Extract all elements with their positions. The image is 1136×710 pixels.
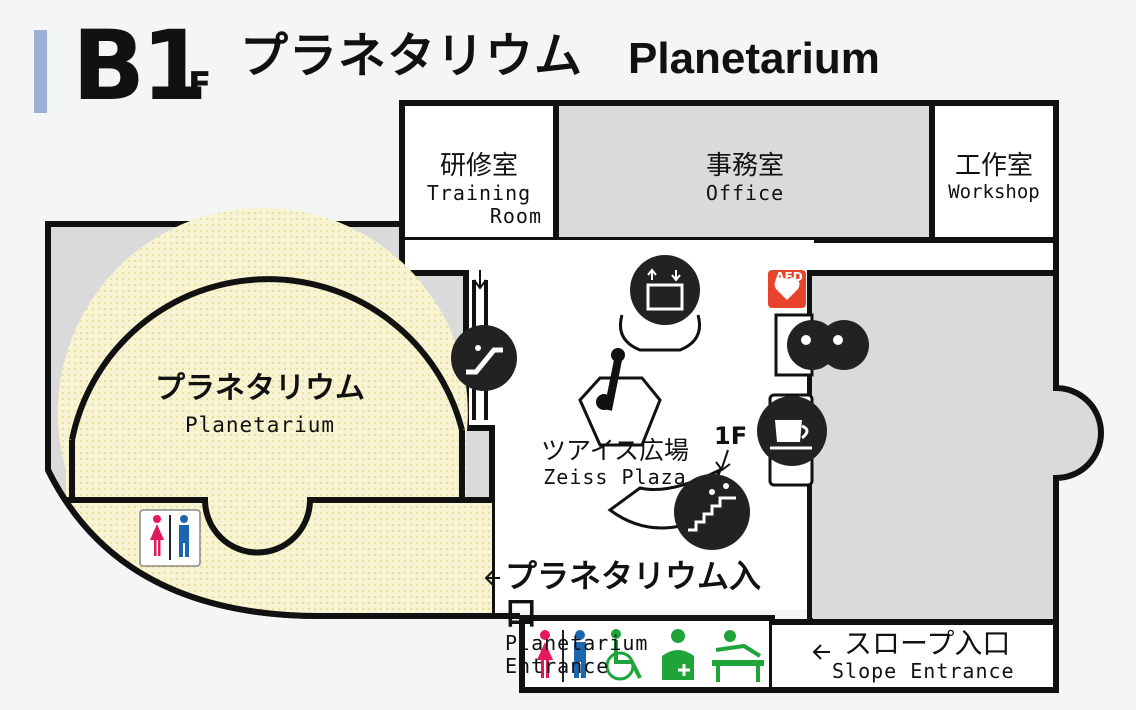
floor-suffix: F — [188, 65, 212, 105]
planetarium-entrance-label: プラネタリウム入口 Planetarium Entrance — [505, 557, 762, 678]
stairs-icon — [674, 474, 750, 550]
slope-corridor — [772, 619, 1059, 693]
workshop-label: 工作室 Workshop — [948, 151, 1040, 203]
changing-table-icon — [712, 630, 764, 682]
floor-marker-bar — [34, 30, 47, 113]
cafe-icon — [757, 396, 827, 466]
office-label: 事務室 Office — [705, 151, 785, 205]
zeiss-plaza-label: ツアイス広場 Zeiss Plaza — [540, 436, 689, 489]
slope-entrance-label: スロープ入口 Slope Entrance — [832, 627, 1015, 684]
elevator-icon — [619, 255, 701, 352]
first-aid-icon — [662, 629, 694, 680]
floor-number: B1 — [72, 10, 208, 122]
aed-icon — [768, 270, 806, 308]
nursing-room-icon — [787, 320, 869, 370]
wheelchair-icon — [605, 629, 642, 681]
arrow-left-icon — [484, 570, 830, 660]
page-title-en: Planetarium — [628, 34, 880, 83]
escalator-icon — [451, 325, 517, 391]
planetarium-label: プラネタリウム Planetarium — [155, 371, 365, 437]
aed-label: AED — [775, 270, 803, 284]
training-room-label: 研修室 Training Room — [426, 151, 542, 228]
stairs-1f-label: 1F — [714, 422, 748, 450]
restroom-icon — [139, 509, 201, 567]
office-room[interactable] — [556, 106, 932, 240]
page-title-jp: プラネタリウム — [240, 28, 584, 84]
zeiss-projector-icon — [578, 348, 662, 447]
restroom-icon — [537, 630, 586, 682]
